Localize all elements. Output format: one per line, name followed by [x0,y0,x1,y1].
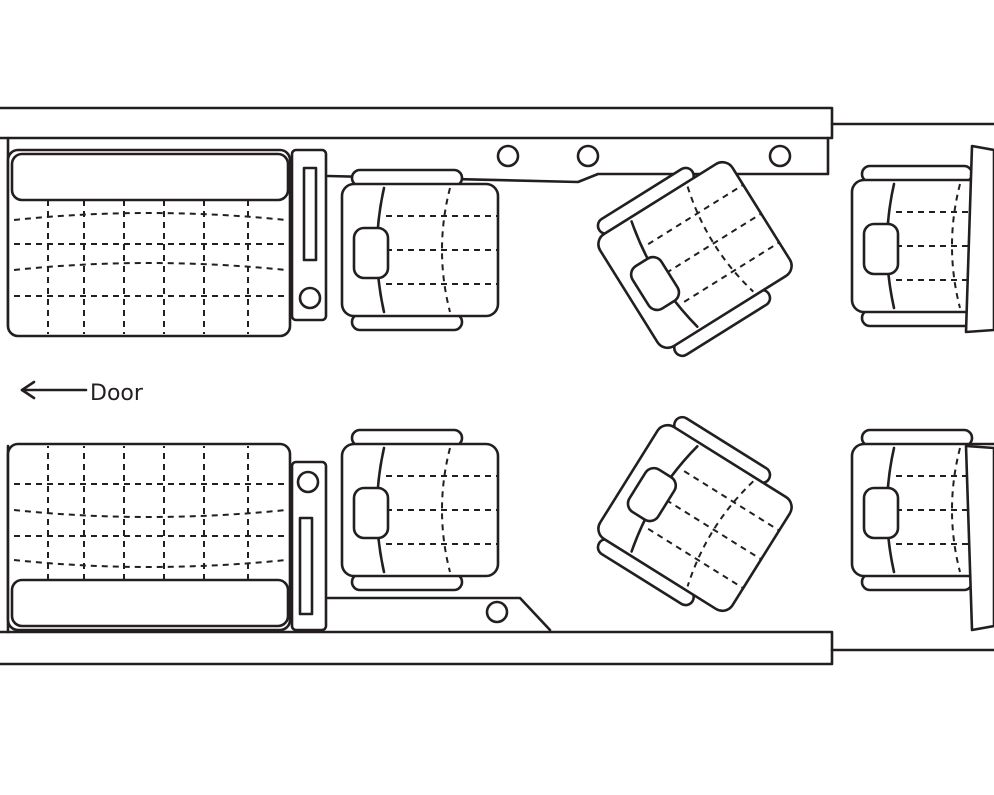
swivel-seat-lower [585,407,805,629]
door-label: Door [90,381,144,406]
upper-side-ledge [326,136,830,184]
door-arrow-head [20,380,36,400]
side-cabinet-upper [290,148,328,322]
club-seat-upper [340,168,500,332]
divan-lower [6,442,292,632]
swivel-seat-upper [585,144,805,366]
aft-bulkhead-panel [964,144,994,632]
door-indicator: Door [20,380,144,406]
fuselage-outline [0,106,994,666]
club-seat-lower [340,428,500,592]
side-cabinet-lower [290,460,328,632]
lower-side-ledge [326,596,552,632]
divan-upper [6,148,292,338]
